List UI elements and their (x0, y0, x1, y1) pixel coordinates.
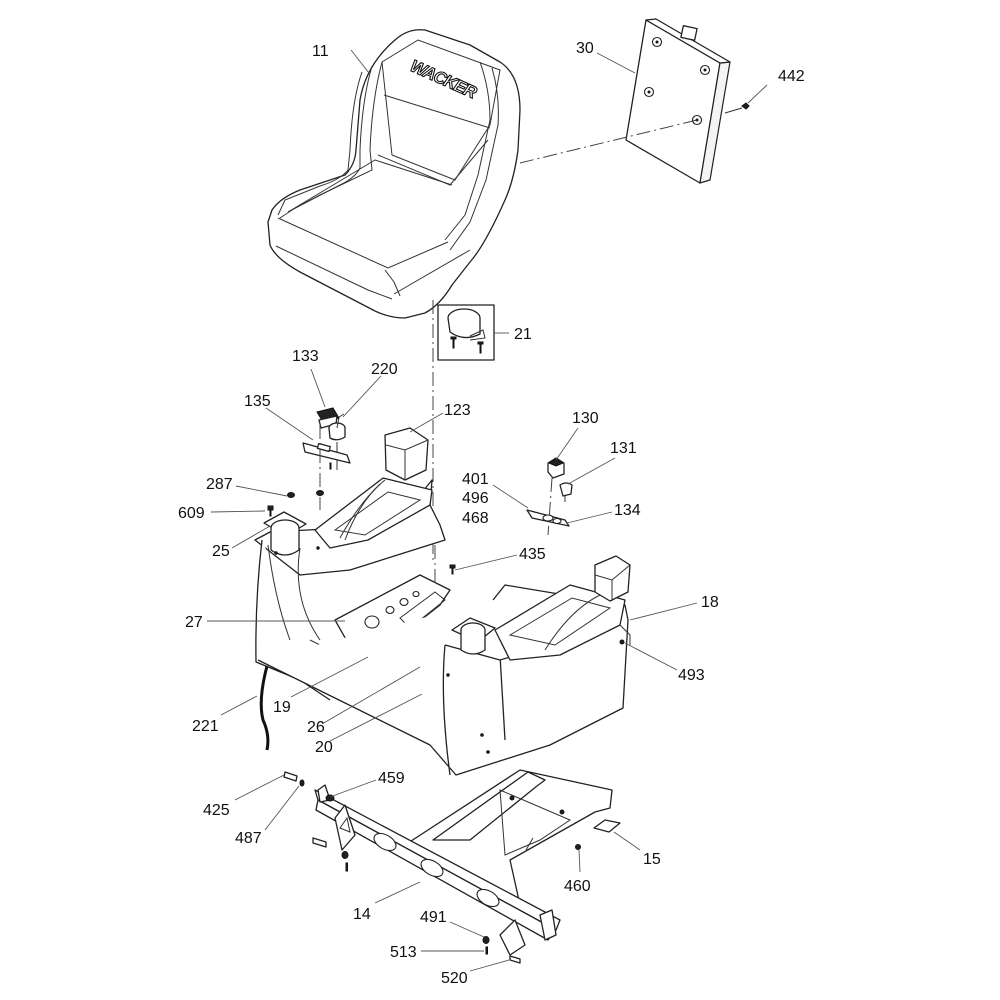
callout-133: 133 (292, 348, 319, 365)
callout-425: 425 (203, 802, 230, 819)
callout-14: 14 (353, 906, 371, 923)
callout-287: 287 (206, 476, 233, 493)
callout-19: 19 (273, 699, 291, 716)
callout-130: 130 (572, 410, 599, 427)
callout-401: 401 (462, 471, 489, 488)
callout-30: 30 (576, 40, 594, 57)
callout-487: 487 (235, 830, 262, 847)
callout-18: 18 (701, 594, 719, 611)
callout-609: 609 (178, 505, 205, 522)
callout-468: 468 (462, 510, 489, 527)
callout-21: 21 (514, 326, 532, 343)
callout-labels: 11 30 442 21 133 220 135 123 130 131 401… (178, 40, 805, 987)
callout-11: 11 (312, 43, 329, 60)
callout-26: 26 (307, 719, 325, 736)
callout-493: 493 (678, 667, 705, 684)
left-switch-group (267, 407, 351, 517)
callout-123: 123 (444, 402, 471, 419)
callout-135: 135 (244, 393, 271, 410)
callout-221: 221 (192, 718, 219, 735)
callout-496: 496 (462, 490, 489, 507)
callout-460: 460 (564, 878, 591, 895)
callout-220: 220 (371, 361, 398, 378)
callout-20: 20 (315, 739, 333, 756)
back-plate-part (519, 18, 750, 184)
callout-520: 520 (441, 970, 468, 987)
leader-lines (207, 49, 768, 972)
callout-131: 131 (610, 440, 637, 457)
callout-25: 25 (212, 543, 230, 560)
callout-442: 442 (778, 68, 805, 85)
callout-513: 513 (390, 944, 417, 961)
callout-459: 459 (378, 770, 405, 787)
callout-134: 134 (614, 502, 641, 519)
callout-435: 435 (519, 546, 546, 563)
callout-15: 15 (643, 851, 661, 868)
cable-part (259, 665, 270, 751)
mounting-frame-part (283, 769, 621, 964)
callout-27: 27 (185, 614, 203, 631)
right-console-part (257, 457, 631, 776)
callout-491: 491 (420, 909, 447, 926)
seat-part: WACKER (267, 29, 521, 319)
